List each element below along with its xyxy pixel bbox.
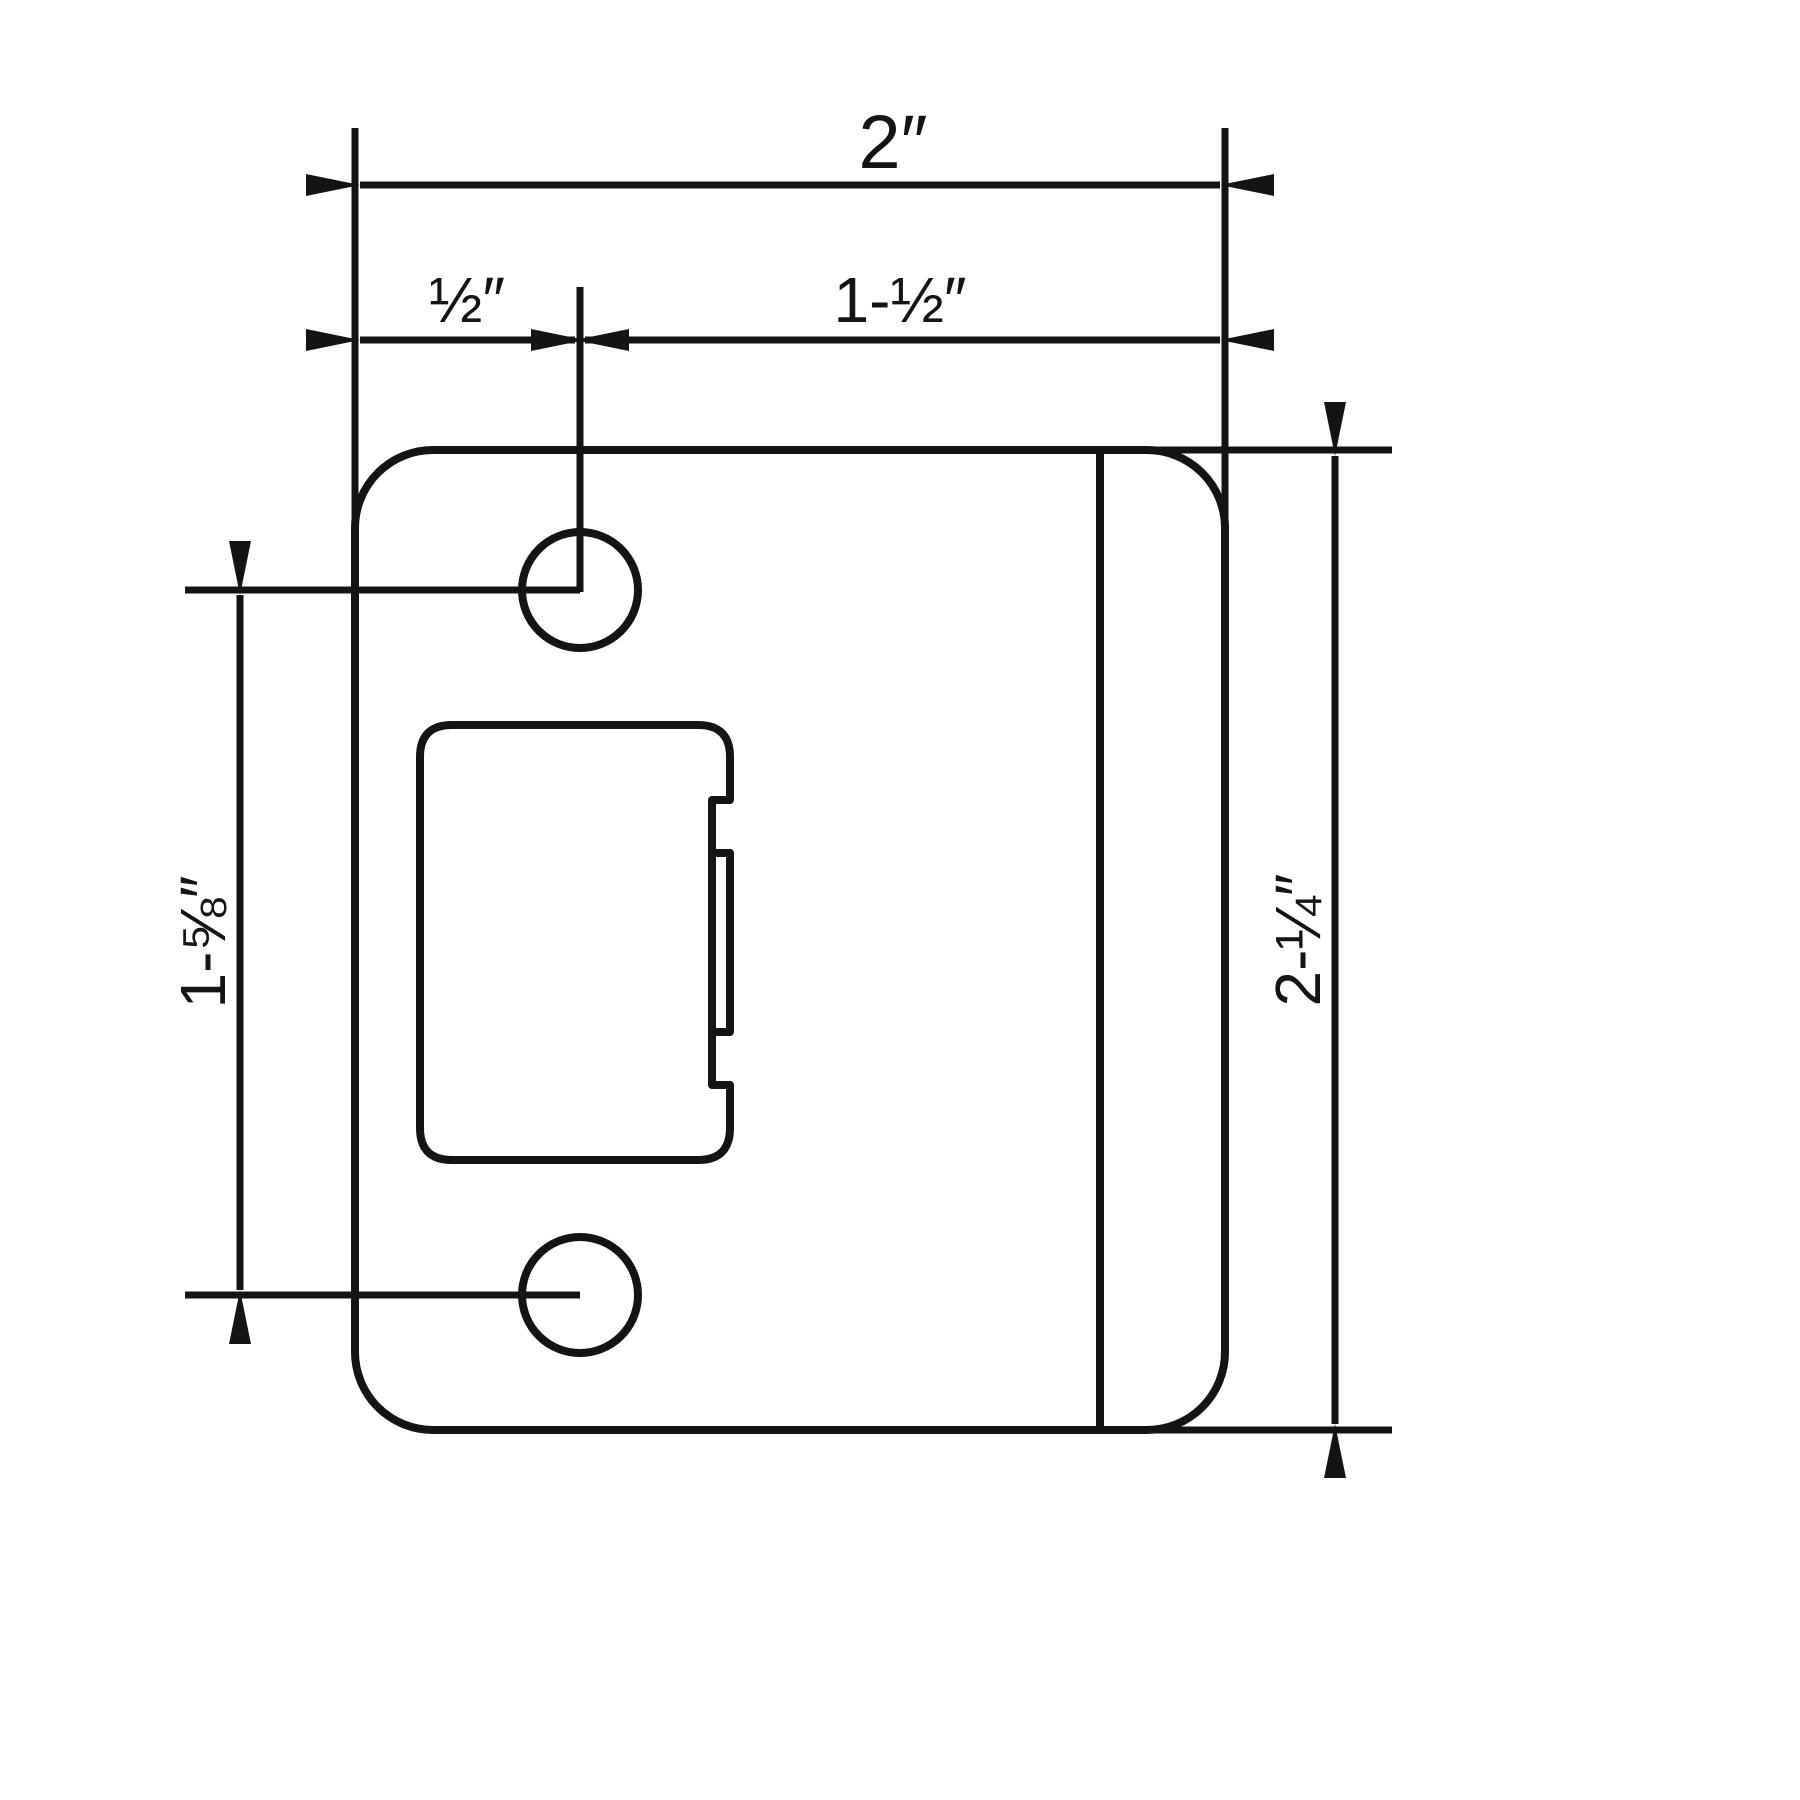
latch-cutout (416, 721, 734, 1164)
dimension-width-remainder: 1-½″ (531, 264, 1274, 351)
dimension-label-hole-spacing: 1-⅝″ (167, 876, 239, 1009)
plate-outline (351, 446, 1229, 1434)
dimension-label-total-width: 2″ (858, 100, 927, 185)
dimension-hole-spacing: 1-⅝″ (167, 541, 580, 1344)
dimension-label-hole-offset: ½″ (429, 264, 505, 336)
plate (351, 446, 1229, 1434)
dimension-total-height: 2-¼″ (1100, 402, 1392, 1478)
dimension-label-total-height: 2-¼″ (1262, 874, 1334, 1007)
dimension-label-width-remainder: 1-½″ (834, 264, 967, 336)
